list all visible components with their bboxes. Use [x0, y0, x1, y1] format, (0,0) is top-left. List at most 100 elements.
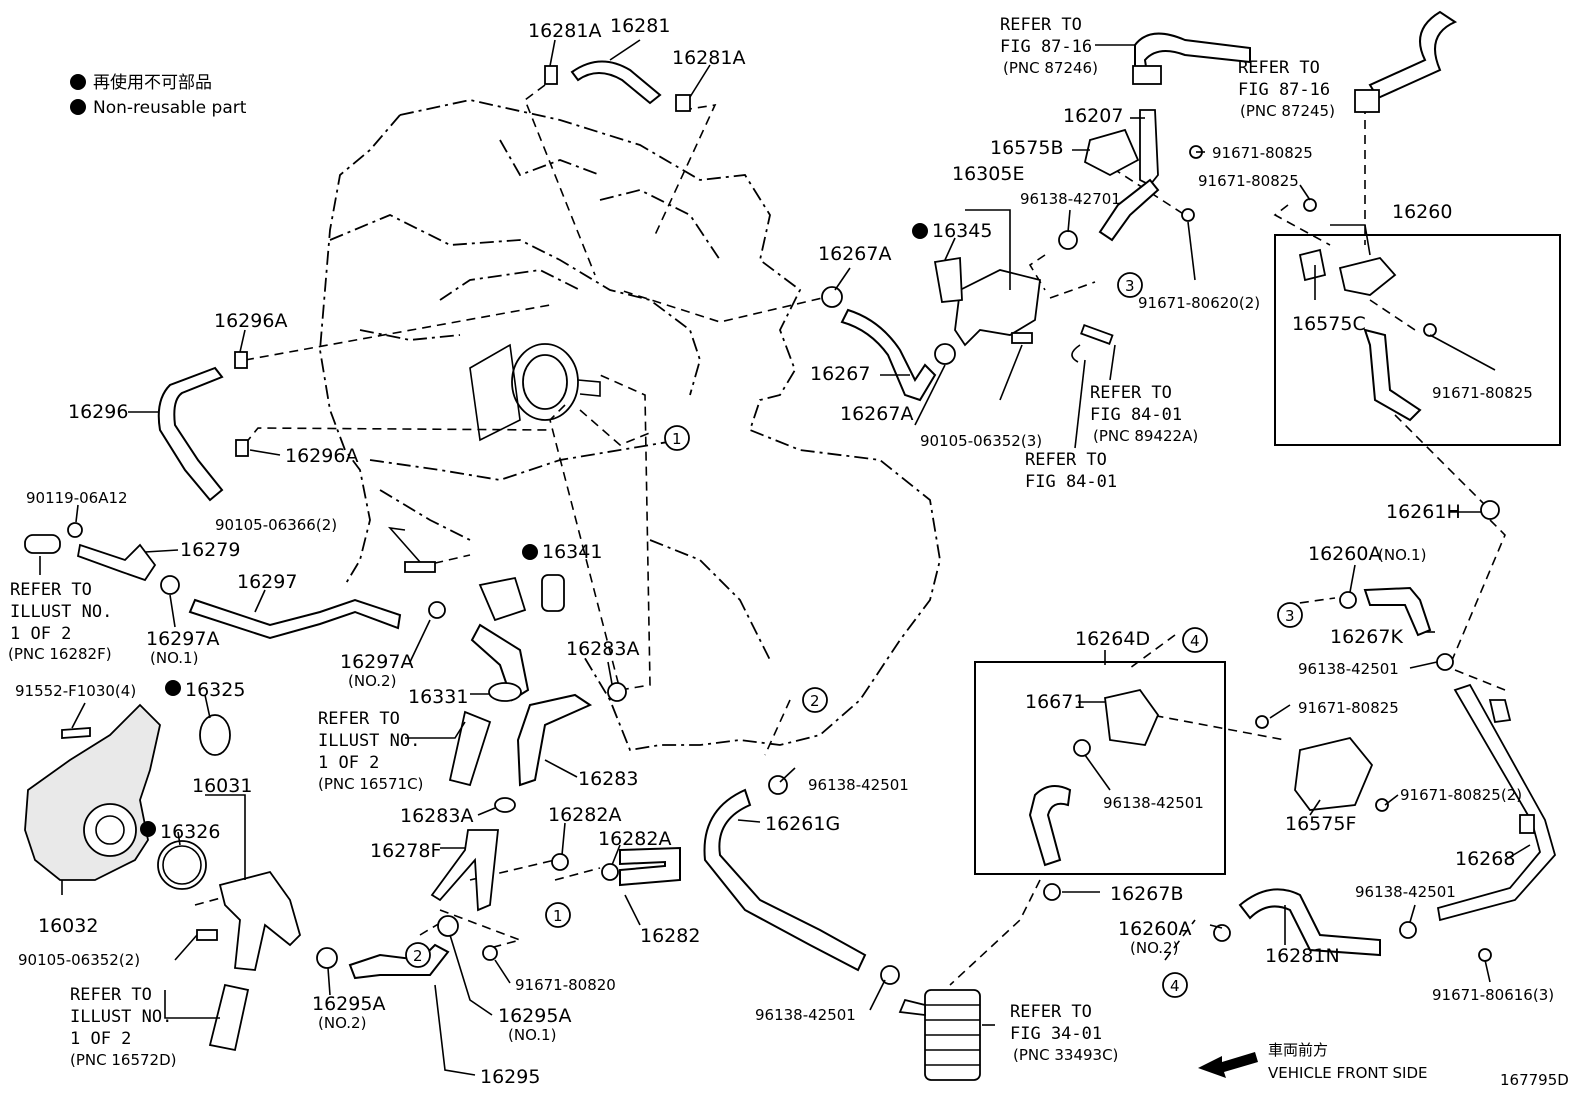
gasket-16325: [199, 714, 231, 756]
bolt-91671-80825-2: [1375, 798, 1389, 812]
ref-16572D-line1: REFER TO: [70, 985, 152, 1005]
part-label: 16575F: [1285, 813, 1356, 835]
part-label: 16282A: [548, 804, 621, 826]
part-label: 16283A: [566, 638, 639, 660]
oil-cooler-pipe: [898, 998, 926, 1017]
gasket-16326-inner: [162, 845, 202, 885]
hose-16207: [1098, 178, 1160, 242]
ref-87246-line2: FIG 87-16: [1000, 37, 1092, 57]
ref-hose-16571C: [448, 710, 492, 787]
clamp-16267A: [821, 286, 843, 308]
callout-1: 1: [672, 430, 682, 448]
part-label: 16283A: [400, 805, 473, 827]
part-label: 16283: [578, 768, 638, 790]
clamp-16261H: [1480, 500, 1500, 520]
oil-cooler-fins: [925, 1004, 980, 1066]
clamp-16281A: [675, 94, 691, 112]
part-label: 16279: [180, 539, 240, 561]
ref-16571C-line1: REFER TO: [318, 709, 400, 729]
hose-16260: [1363, 328, 1422, 422]
clamp-16282A: [601, 863, 619, 881]
ref-89422A-line1: REFER TO: [1090, 383, 1172, 403]
callout-4: 4: [1190, 632, 1200, 650]
clamp-16297A-no1: [160, 575, 180, 595]
part-label: 96138-42501: [1103, 794, 1204, 812]
ref-89422A-line3: (PNC 89422A): [1093, 427, 1198, 445]
engine-outline: [319, 99, 941, 752]
callout-3: 3: [1285, 607, 1295, 625]
part-label: 16031: [192, 775, 252, 797]
bolt-91671-80620: [1181, 208, 1195, 222]
part-label: 90105-06352(3): [920, 432, 1042, 450]
diagram-id: 167795D: [1500, 1071, 1569, 1089]
ref-16572D-line3: 1 OF 2: [70, 1029, 131, 1049]
callout-2: 2: [810, 692, 820, 710]
ref-8401-line1: REFER TO: [1025, 450, 1107, 470]
non-reusable-bullet-icon: [912, 223, 928, 239]
valve-16671: [1104, 688, 1160, 746]
hose-16295: [348, 943, 450, 980]
part-labels: 16281A 16281 16281A 16296A 16296 16296A …: [15, 15, 1554, 1088]
part-label: 16267K: [1330, 626, 1403, 648]
part-label: 16282A: [598, 828, 671, 850]
part-label: 91671-80825: [1298, 699, 1399, 717]
ref-33493C-line2: FIG 34-01: [1010, 1024, 1102, 1044]
clamp-96138-42501: [1436, 653, 1454, 671]
part-label: 16296A: [214, 310, 287, 332]
part-label: (NO.2): [1130, 939, 1178, 957]
bolt-91552: [61, 727, 91, 739]
part-label: 16261H: [1386, 501, 1461, 523]
bolt-91671-80616: [1478, 948, 1492, 962]
ref-87245-line3: (PNC 87245): [1240, 102, 1335, 120]
part-label: 16267A: [840, 403, 913, 425]
ref-87245-line1: REFER TO: [1238, 58, 1320, 78]
pipe-16268: [1436, 683, 1557, 922]
part-label: 16278F: [370, 840, 441, 862]
part-label: 16295A: [312, 993, 385, 1015]
footer: 車両前方 VEHICLE FRONT SIDE 167795D: [1198, 1041, 1569, 1089]
ref-16282F-line1: REFER TO: [10, 580, 92, 600]
hose-stub: [24, 534, 61, 554]
part-label: 16345: [932, 220, 992, 242]
legend: 再使用不可部品 Non-reusable part: [70, 72, 247, 118]
callout-3: 3: [1125, 277, 1135, 295]
bolt-91671-80825: [1255, 715, 1269, 729]
part-label: 16295A: [498, 1005, 571, 1027]
clamp-16283A: [494, 797, 516, 813]
clamp-16267B: [1043, 883, 1061, 901]
non-reusable-bullet-icon: [140, 821, 156, 837]
part-label: 16325: [185, 679, 245, 701]
group-box-16260: [1274, 234, 1561, 446]
vehicle-front-en: VEHICLE FRONT SIDE: [1268, 1064, 1428, 1082]
ref-87245-line2: FIG 87-16: [1238, 80, 1330, 100]
clamp-16283A: [607, 682, 627, 702]
ref-16282F-line4: (PNC 16282F): [8, 645, 112, 663]
part-label: 16297: [237, 571, 297, 593]
bolt-91671-80825: [1423, 323, 1437, 337]
part-label: 16260A: [1118, 918, 1191, 940]
hose-16261G: [703, 788, 867, 972]
ref-16571C-line3: 1 OF 2: [318, 753, 379, 773]
part-label: 16341: [542, 541, 602, 563]
water-inlet-16031: [218, 870, 302, 971]
legend-jp: 再使用不可部品: [93, 72, 212, 93]
callout-1: 1: [553, 907, 563, 925]
valve-16260: [1338, 256, 1397, 296]
part-label: 16295: [480, 1066, 540, 1088]
reference-notes: REFER TO FIG 87-16 (PNC 87246) REFER TO …: [8, 15, 1335, 1069]
part-label: 91671-80825: [1212, 144, 1313, 162]
hose-16282: [619, 846, 681, 887]
part-label: 16267B: [1110, 883, 1183, 905]
part-label: 16326: [160, 821, 220, 843]
part-label: 16281N: [1265, 945, 1340, 967]
part-label: 91671-80616(3): [1432, 986, 1554, 1004]
hose-16297: [188, 598, 402, 640]
part-label: 16671: [1025, 691, 1085, 713]
ref-16282F-line2: ILLUST NO.: [10, 602, 112, 622]
part-label: 16260A: [1308, 543, 1381, 565]
part-label: 96138-42501: [808, 776, 909, 794]
bolt-91671-80825: [1303, 198, 1317, 212]
ref-16571C-line4: (PNC 16571C): [318, 775, 423, 793]
pipe-hook: [1071, 344, 1081, 363]
